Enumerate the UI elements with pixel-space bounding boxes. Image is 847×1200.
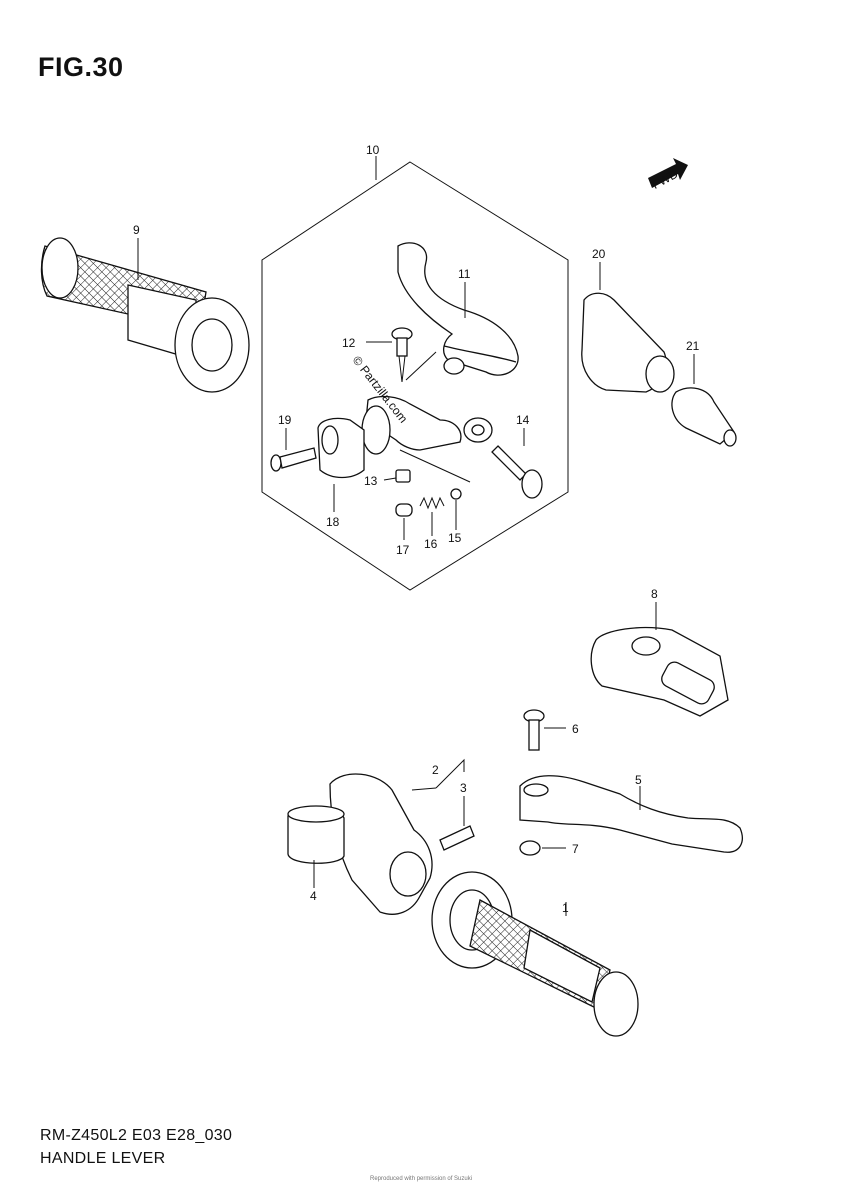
callout-5: 5 — [635, 773, 642, 787]
section-name: HANDLE LEVER — [40, 1150, 166, 1167]
assembly-10-outline — [261, 161, 569, 591]
boot-adjuster-part — [671, 354, 737, 447]
fwd-arrow-icon: FWD — [648, 158, 688, 192]
callout-17: 17 — [396, 543, 410, 557]
model-code: RM-Z450L2 E03 E28_030 — [40, 1127, 233, 1144]
callout-11: 11 — [458, 267, 471, 281]
callout-14: 14 — [516, 413, 530, 427]
callout-4: 4 — [310, 889, 317, 903]
ball-part — [450, 488, 462, 530]
throttle-housing-part — [329, 758, 465, 915]
left-grip-part — [40, 237, 250, 393]
lever-nut-part — [519, 840, 566, 856]
fine-print: Reproduced with permission of Suzuki — [370, 1176, 473, 1182]
callout-12: 12 — [342, 336, 356, 350]
callout-2: 2 — [432, 763, 439, 777]
right-grip-part — [431, 871, 639, 1037]
hot-start-lever-part — [519, 775, 743, 853]
callout-13: 13 — [364, 474, 378, 488]
callout-3: 3 — [460, 781, 467, 795]
clamp-bolt-part — [270, 428, 317, 472]
housing-screw-part — [439, 796, 475, 851]
throttle-tube-part — [287, 805, 345, 888]
callout-7: 7 — [572, 842, 579, 856]
figure-title: FIG.30 — [38, 52, 124, 82]
cable-adjuster-part — [491, 428, 543, 499]
lever-pivot-bolt-part — [523, 709, 566, 751]
callout-6: 6 — [572, 722, 579, 736]
callout-16: 16 — [424, 537, 438, 551]
callout-10: 10 — [366, 143, 380, 157]
perch-clamp-part — [317, 417, 365, 512]
callout-15: 15 — [448, 531, 462, 545]
nut-part — [383, 469, 411, 483]
lever-cover-part — [590, 602, 729, 717]
pivot-bolt-part — [366, 327, 413, 383]
clutch-lever-part — [397, 242, 519, 376]
callout-1: 1 — [562, 901, 569, 915]
lever-boot-part — [581, 262, 675, 393]
lever-perch-part — [361, 351, 493, 483]
callout-8: 8 — [651, 587, 658, 601]
adjuster-part — [395, 503, 413, 540]
callout-20: 20 — [592, 247, 606, 261]
callout-21: 21 — [686, 339, 700, 353]
callout-18: 18 — [326, 515, 340, 529]
callout-19: 19 — [278, 413, 292, 427]
spring-part — [419, 496, 445, 536]
callout-9: 9 — [133, 223, 140, 237]
